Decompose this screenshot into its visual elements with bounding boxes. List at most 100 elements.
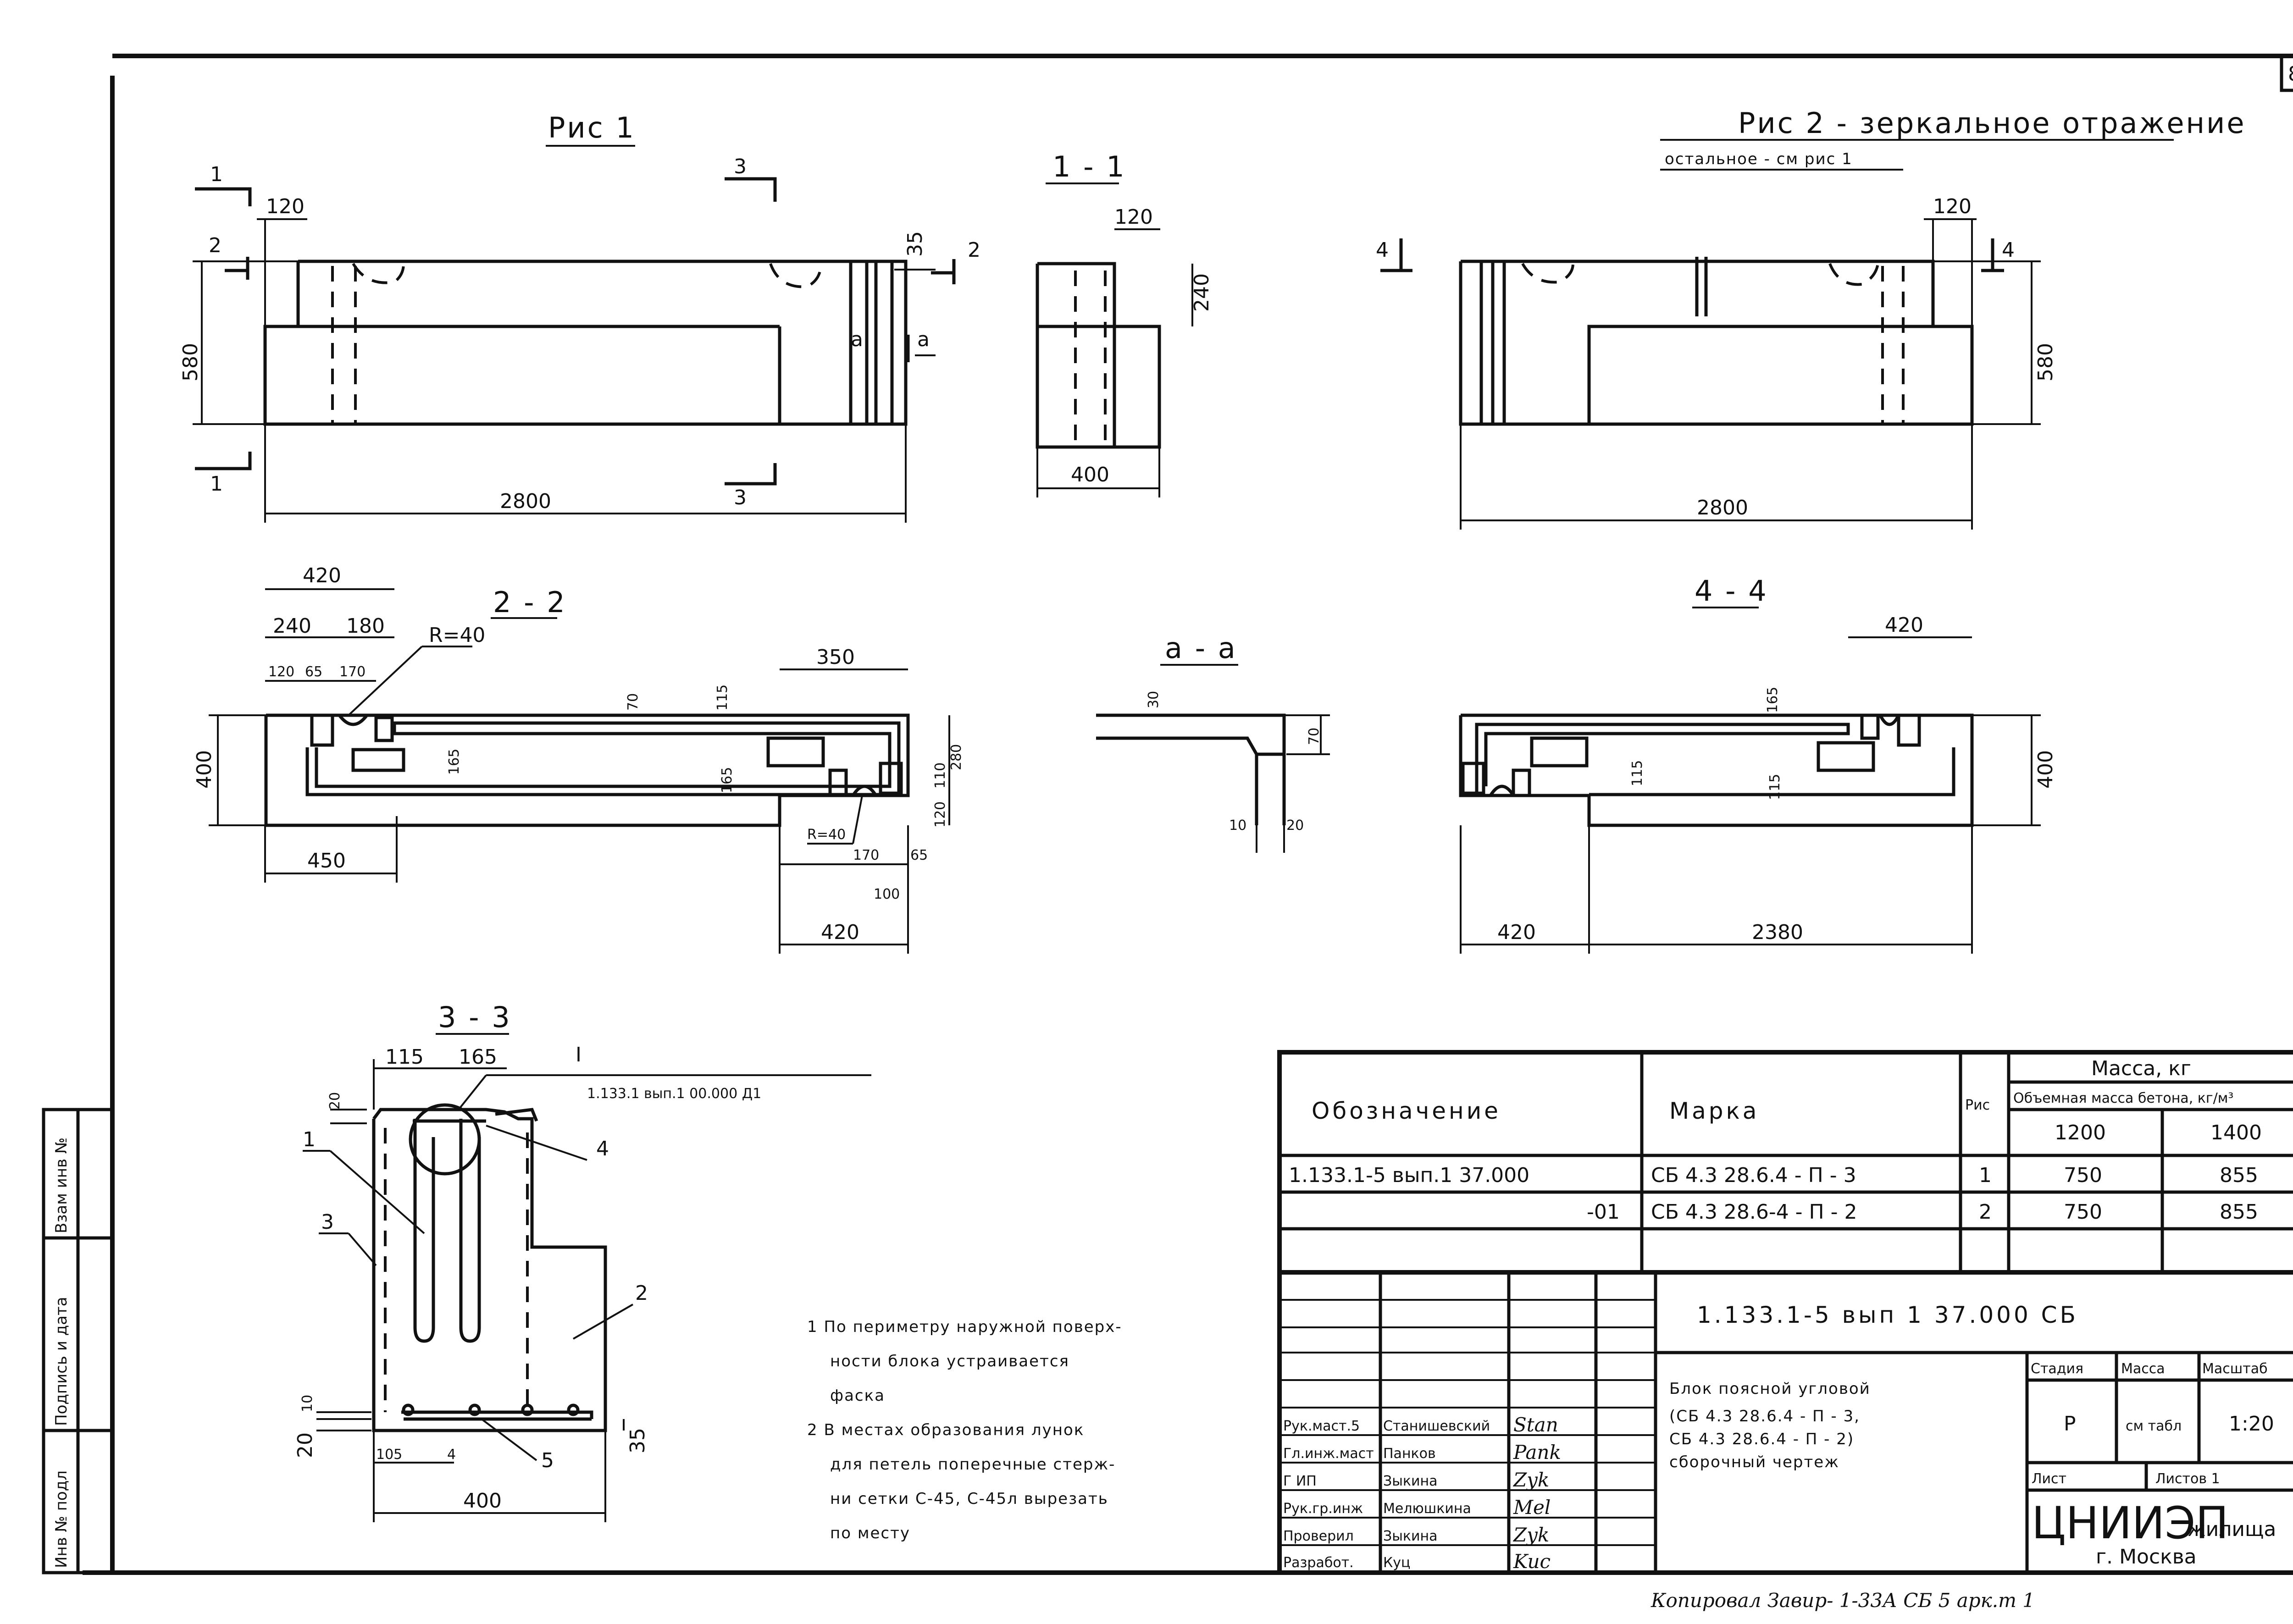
s22-dim-240: 240 <box>273 614 311 638</box>
s22-dim-65b: 65 <box>910 847 928 863</box>
sign-signature-1: Stan <box>1513 1414 1558 1436</box>
s22-dim-170b: 170 <box>853 847 879 863</box>
s22-dim-450: 450 <box>307 849 346 873</box>
title-block-mass-value: см табл <box>2126 1418 2182 1434</box>
sign-signature-2: Pank <box>1513 1441 1561 1464</box>
title-block-name-2: (СБ 4.3 28.6.4 - П - 3, <box>1669 1407 1860 1425</box>
spec-header-1200: 1200 <box>2055 1121 2106 1144</box>
section-4-4: 4 - 4 420 165 115 115 400 420 2380 <box>1459 574 2057 954</box>
spec-row2-fig: 2 <box>1979 1200 1992 1224</box>
side-stamp-inv-vzam: Взам инв № <box>52 1138 71 1233</box>
title-block-stage-label: Стадия <box>2031 1361 2083 1377</box>
title-block-sheet-label: Лист <box>2032 1471 2066 1487</box>
cut-mark-2-left: 2 <box>209 234 222 257</box>
cut-mark-1-bottom: 1 <box>210 472 223 496</box>
s22-dim-120b: 120 <box>932 801 948 828</box>
sign-name-1: Станишевский <box>1383 1418 1490 1434</box>
fig1-dim-2800: 2800 <box>500 490 551 513</box>
cut-mark-a-right: а <box>917 328 930 351</box>
s22-dim-165a: 165 <box>446 749 462 775</box>
title-block-org-city: г. Москва <box>2096 1545 2197 1569</box>
s22-dim-120: 120 <box>268 664 294 680</box>
note-line-2: ности блока устраивается <box>830 1352 1069 1370</box>
sign-signature-4: Mel <box>1513 1496 1551 1519</box>
side-stamp-sign-date: Подпись и дата <box>52 1297 71 1426</box>
s22-dim-420a: 420 <box>303 564 341 587</box>
cut-mark-1-top: 1 <box>210 163 223 186</box>
sign-role-3: Г ИП <box>1283 1473 1317 1489</box>
s22-dim-170: 170 <box>339 664 366 680</box>
spec-header-mark: Марка <box>1669 1098 1759 1124</box>
sign-role-4: Рук.гр.инж <box>1283 1501 1363 1517</box>
sign-name-4: Мелюшкина <box>1383 1501 1471 1517</box>
spec-row1-fig: 1 <box>1979 1164 1992 1187</box>
spec-row1-m1: 750 <box>2064 1164 2102 1187</box>
note-line-7: по месту <box>830 1524 910 1542</box>
fig2-dim-120: 120 <box>1933 195 1972 218</box>
s44-dim-2380: 2380 <box>1752 921 1803 944</box>
s11-dim-400: 400 <box>1071 463 1109 486</box>
fig2-dim-580: 580 <box>2034 343 2057 381</box>
s44-dim-420a: 420 <box>1885 613 1923 637</box>
spec-row1-mark: СБ 4.3 28.6.4 - П - 3 <box>1651 1164 1856 1187</box>
section-a-a-title: а - а <box>1165 631 1237 665</box>
side-stamp-inv-orig: Инв № подл <box>52 1470 71 1568</box>
title-block: 1.133.1-5 вып 1 37.000 СБ Блок поясной у… <box>1277 1270 2293 1575</box>
cut-mark-3-bottom: 3 <box>734 486 747 509</box>
fig2-elevation: Рис 2 - зеркальное отражение остальное -… <box>1376 106 2246 530</box>
s33-pos-4: 4 <box>596 1137 609 1160</box>
side-stamp: Инв № подл Подпись и дата Взам инв № <box>42 1108 114 1574</box>
cut-mark-4-left: 4 <box>1376 238 1389 262</box>
s44-dim-165: 165 <box>1765 687 1781 713</box>
s11-dim-120: 120 <box>1114 205 1153 229</box>
note-line-4: 2 В местах образования лунок <box>807 1421 1084 1439</box>
section-4-4-title: 4 - 4 <box>1695 574 1768 608</box>
fig1-title: Рис 1 <box>548 111 636 144</box>
sign-name-3: Зыкина <box>1383 1473 1438 1489</box>
section-3-3-title: 3 - 3 <box>438 1000 512 1034</box>
fig1-dimensions: 2800 580 120 35 1 1 2 3 3 2 а а <box>179 155 980 523</box>
s33-pos-5: 5 <box>541 1449 554 1472</box>
title-block-sheets-label: Листов 1 <box>2155 1471 2220 1487</box>
spec-header-1400: 1400 <box>2210 1121 2262 1144</box>
saa-dim-30: 30 <box>1146 691 1162 708</box>
cut-mark-2-right: 2 <box>968 238 980 262</box>
fig2-title: Рис 2 - зеркальное отражение <box>1738 106 2246 140</box>
s22-dim-420b: 420 <box>821 921 859 944</box>
s33-ref-mark: I <box>576 1043 582 1066</box>
fig1-dim-120: 120 <box>266 195 305 218</box>
spec-header-fig: Рис <box>1965 1097 1990 1113</box>
section-1-1: 1 - 1 400 120 240 <box>1036 150 1213 497</box>
title-block-org-suffix: жилища <box>2188 1518 2276 1541</box>
s33-dim-165: 165 <box>459 1045 497 1069</box>
sign-name-2: Панков <box>1383 1446 1436 1462</box>
fig1-elevation: Рис 1 <box>263 111 908 426</box>
saa-dim-20: 20 <box>1286 818 1304 834</box>
section-3-3: 3 - 3 I 1.133.1 вып.1 00.000 Д1 1 3 4 2 … <box>294 1000 871 1522</box>
spec-header-designation: Обозначение <box>1312 1098 1501 1124</box>
s33-dim-115: 115 <box>385 1045 424 1069</box>
s33-dim-10: 10 <box>299 1395 316 1412</box>
sign-name-5: Зыкина <box>1383 1528 1438 1544</box>
spec-header-mass: Масса, кг <box>2091 1057 2191 1080</box>
s33-pos-1: 1 <box>303 1128 316 1151</box>
section-1-1-title: 1 - 1 <box>1052 150 1126 183</box>
s33-pos-3: 3 <box>321 1210 334 1234</box>
s22-dim-65: 65 <box>305 664 322 680</box>
spec-row2-mark: СБ 4.3 28.6-4 - П - 2 <box>1651 1200 1857 1224</box>
section-2-2: 2 - 2 420 240 180 120 65 170 R=40 350 70… <box>193 564 964 954</box>
fig2-dim-2800: 2800 <box>1697 496 1748 519</box>
fig1-dim-35: 35 <box>903 231 927 257</box>
s33-pos-2: 2 <box>635 1282 648 1305</box>
sheet-frame: 86 <box>83 54 2293 1575</box>
note-line-6: ни сетки С-45, С-45л вырезать <box>830 1490 1108 1508</box>
cut-mark-a-left: а <box>851 328 863 351</box>
s22-dim-350: 350 <box>816 646 855 669</box>
spec-header-density: Объемная масса бетона, кг/м³ <box>2013 1090 2233 1106</box>
sign-signature-6: Kuc <box>1513 1550 1551 1573</box>
saa-dim-70: 70 <box>1306 728 1322 745</box>
spec-table: Обозначение Марка Рис Масса, кг Объемная… <box>1277 1050 2293 1275</box>
s22-dim-115: 115 <box>714 685 731 711</box>
cut-mark-4-right: 4 <box>2002 238 2015 262</box>
s22-dim-r40b: R=40 <box>807 827 846 843</box>
